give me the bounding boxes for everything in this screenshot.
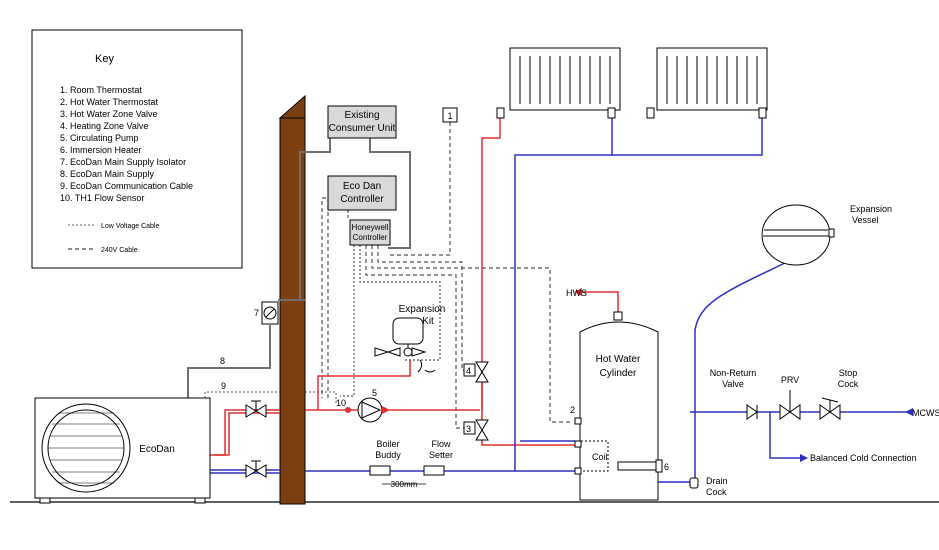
ecodan-label: EcoDan [139,444,175,455]
drain-cock-label-1: Drain [706,476,728,486]
key-item: 6. Immersion Heater [60,145,142,155]
balanced-cold-label: Balanced Cold Connection [810,453,917,463]
label-2: 2 [570,405,575,415]
flow-setter-label-2: Setter [429,450,453,460]
ecodan-controller-label-1: Eco Dan [343,181,381,192]
non-return-label-1: Non-Return [710,368,757,378]
key-240v: 240V Cable [101,247,138,254]
expansion-kit-label-1: Expansion [399,304,446,315]
ecodan-controller: Eco Dan Controller [327,175,397,211]
key-box: Key 1. Room Thermostat 2. Hot Water Ther… [31,29,243,269]
key-item: 3. Hot Water Zone Valve [60,109,158,119]
main-supply-isolator: 7 [254,301,279,325]
label-10: 10 [336,398,346,408]
label-4: 4 [466,366,471,376]
control-cables [204,122,572,429]
key-item: 9. EcoDan Communication Cable [60,181,193,191]
return-pipes [210,118,910,482]
expansion-vessel-label-1: Expansion [850,204,892,214]
arrows [574,288,913,462]
stop-cock-label-1: Stop [839,368,858,378]
key-item: 4. Heating Zone Valve [60,121,148,131]
expansion-kit: Expansion Kit [374,304,446,373]
room-thermostat: 1 [442,107,458,123]
prv: PRV [779,375,801,420]
dimension-300mm: 300mm [382,480,426,489]
stop-cock: Stop Cock [819,368,859,420]
heating-zone-valve: 4 [463,361,489,383]
key-item: 2. Hot Water Thermostat [60,97,159,107]
flow-sensor [345,407,351,413]
existing-consumer-unit: Existing Consumer Unit [327,105,397,139]
label-9: 9 [221,381,226,391]
mcws-label: MCWS [912,408,939,418]
label-6: 6 [664,462,669,472]
ecodan-controller-label-2: Controller [340,194,384,205]
hot-water-zone-valve: 3 [463,419,489,441]
cylinder-label-1: Hot Water [596,354,641,365]
flow-pipes [210,118,619,456]
key-item: 7. EcoDan Main Supply Isolator [60,157,186,167]
coil-label: Coil [592,452,608,462]
key-item: 5. Circulating Pump [60,133,139,143]
boiler-buddy-label-1: Boiler [376,439,399,449]
stop-cock-label-2: Cock [838,379,859,389]
key-item: 8. EcoDan Main Supply [60,169,155,179]
label-1: 1 [447,111,452,121]
expansion-kit-label-2: Kit [422,316,434,327]
hot-water-cylinder: Hot Water Cylinder 2 Coil 6 HWS Drain Co… [566,288,728,501]
expansion-vessel: Expansion Vessel [761,204,892,266]
honeywell-label-1: Honeywell [352,223,389,232]
label-7: 7 [254,308,259,318]
expansion-vessel-label-2: Vessel [852,215,879,225]
honeywell-controller: Honeywell Controller [349,219,391,246]
consumer-unit-label-1: Existing [344,110,379,121]
boiler-buddy-label-2: Buddy [375,450,401,460]
radiator-right [646,47,768,119]
dimension-label: 300mm [391,480,418,489]
ecodan-return-valve [245,460,267,478]
label-8: 8 [220,356,225,366]
circulating-pump: 5 [357,388,383,423]
hws-label: HWS [566,288,587,298]
label-5: 5 [372,388,377,398]
prv-label: PRV [781,375,799,385]
ecodan-unit: EcoDan [34,397,211,504]
drain-cock-label-2: Cock [706,487,727,497]
boiler-buddy: Boiler Buddy [369,439,401,476]
key-title: Key [95,53,114,65]
key-item: 1. Room Thermostat [60,85,142,95]
cylinder-label-2: Cylinder [600,368,637,379]
flow-setter-label-1: Flow [431,439,451,449]
non-return-valve: Non-Return Valve [710,368,758,420]
radiator-left [496,47,621,119]
label-3: 3 [466,424,471,434]
key-item: 10. TH1 Flow Sensor [60,193,144,203]
flow-setter: Flow Setter [423,439,453,476]
ecodan-flow-valve [245,400,267,418]
consumer-unit-label-2: Consumer Unit [329,123,396,134]
key-low-voltage: Low Voltage Cable [101,223,159,230]
non-return-label-2: Valve [722,379,744,389]
honeywell-label-2: Controller [353,233,388,242]
